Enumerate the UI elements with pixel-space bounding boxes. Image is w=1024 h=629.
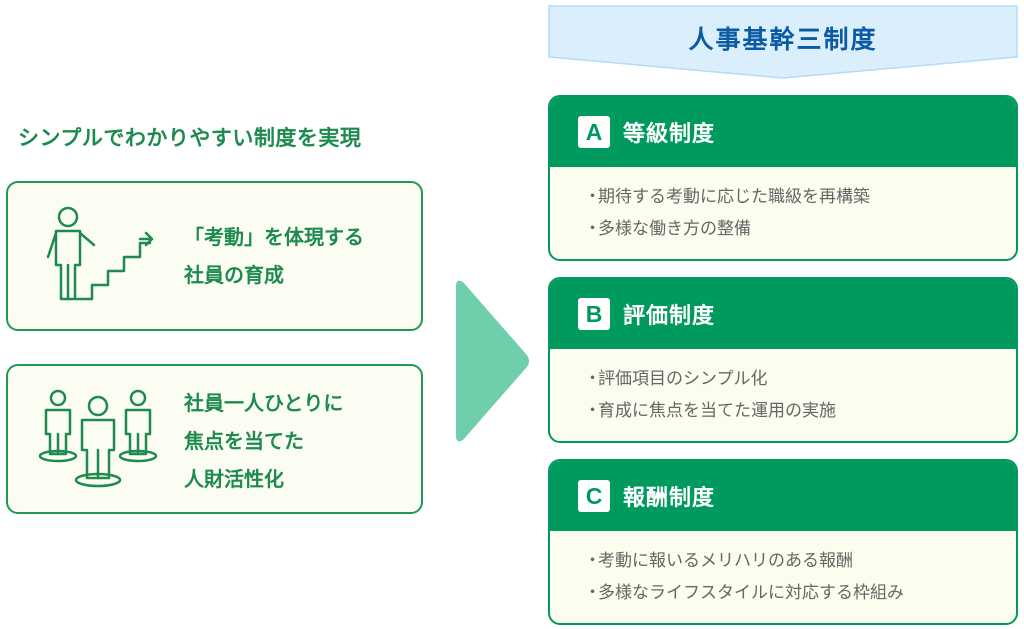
list-item: ・多様な働き方の整備 <box>584 219 751 239</box>
list-item: ・育成に焦点を当てた運用の実施 <box>584 401 836 421</box>
system-items: ・評価項目のシンプル化 ・育成に焦点を当てた運用の実施 <box>550 349 1016 427</box>
system-items: ・考動に報いるメリハリのある報酬 ・多様なライフスタイルに対応する枠組み <box>550 531 1016 609</box>
card-line: 社員の育成 <box>184 263 284 287</box>
left-card-1-text: 「考動」を体現する 社員の育成 <box>184 218 364 294</box>
card-line: 社員一人ひとりに <box>184 391 344 415</box>
badge-a: A <box>578 116 610 148</box>
system-title: 等級制度 <box>623 122 716 147</box>
left-card-development: 「考動」を体現する 社員の育成 <box>6 181 423 331</box>
system-card-header: A 等級制度 <box>550 97 1016 167</box>
system-title: 評価制度 <box>623 304 716 329</box>
left-card-activation: 社員一人ひとりに 焦点を当てた 人財活性化 <box>6 364 423 514</box>
card-line: 人財活性化 <box>184 467 284 491</box>
person-climbing-stairs-icon <box>46 206 154 301</box>
system-items: ・期待する考動に応じた職級を再構築 ・多様な働き方の整備 <box>550 167 1016 245</box>
left-heading: シンプルでわかりやすい制度を実現 <box>18 126 362 150</box>
list-item: ・評価項目のシンプル化 <box>584 369 768 389</box>
system-card-header: C 報酬制度 <box>550 461 1016 531</box>
banner-title: 人事基幹三制度 <box>688 25 878 54</box>
system-title: 報酬制度 <box>623 486 716 511</box>
list-item: ・多様なライフスタイルに対応する枠組み <box>584 583 904 603</box>
system-card-grade: A 等級制度 ・期待する考動に応じた職級を再構築 ・多様な働き方の整備 <box>548 95 1018 261</box>
badge-c: C <box>578 480 610 512</box>
left-card-2-text: 社員一人ひとりに 焦点を当てた 人財活性化 <box>184 384 343 498</box>
card-line: 「考動」を体現する <box>184 225 364 249</box>
list-item: ・考動に報いるメリハリのある報酬 <box>584 551 853 571</box>
card-line: 焦点を当てた <box>184 429 304 453</box>
system-card-compensation: C 報酬制度 ・考動に報いるメリハリのある報酬 ・多様なライフスタイルに対応する… <box>548 459 1018 625</box>
list-item: ・期待する考動に応じた職級を再構築 <box>584 187 870 207</box>
three-people-icon <box>38 389 158 488</box>
system-card-header: B 評価制度 <box>550 279 1016 349</box>
system-card-evaluation: B 評価制度 ・評価項目のシンプル化 ・育成に焦点を当てた運用の実施 <box>548 277 1018 443</box>
banner-shape <box>548 5 1018 79</box>
badge-b: B <box>578 298 610 330</box>
right-arrow-icon <box>456 280 529 442</box>
